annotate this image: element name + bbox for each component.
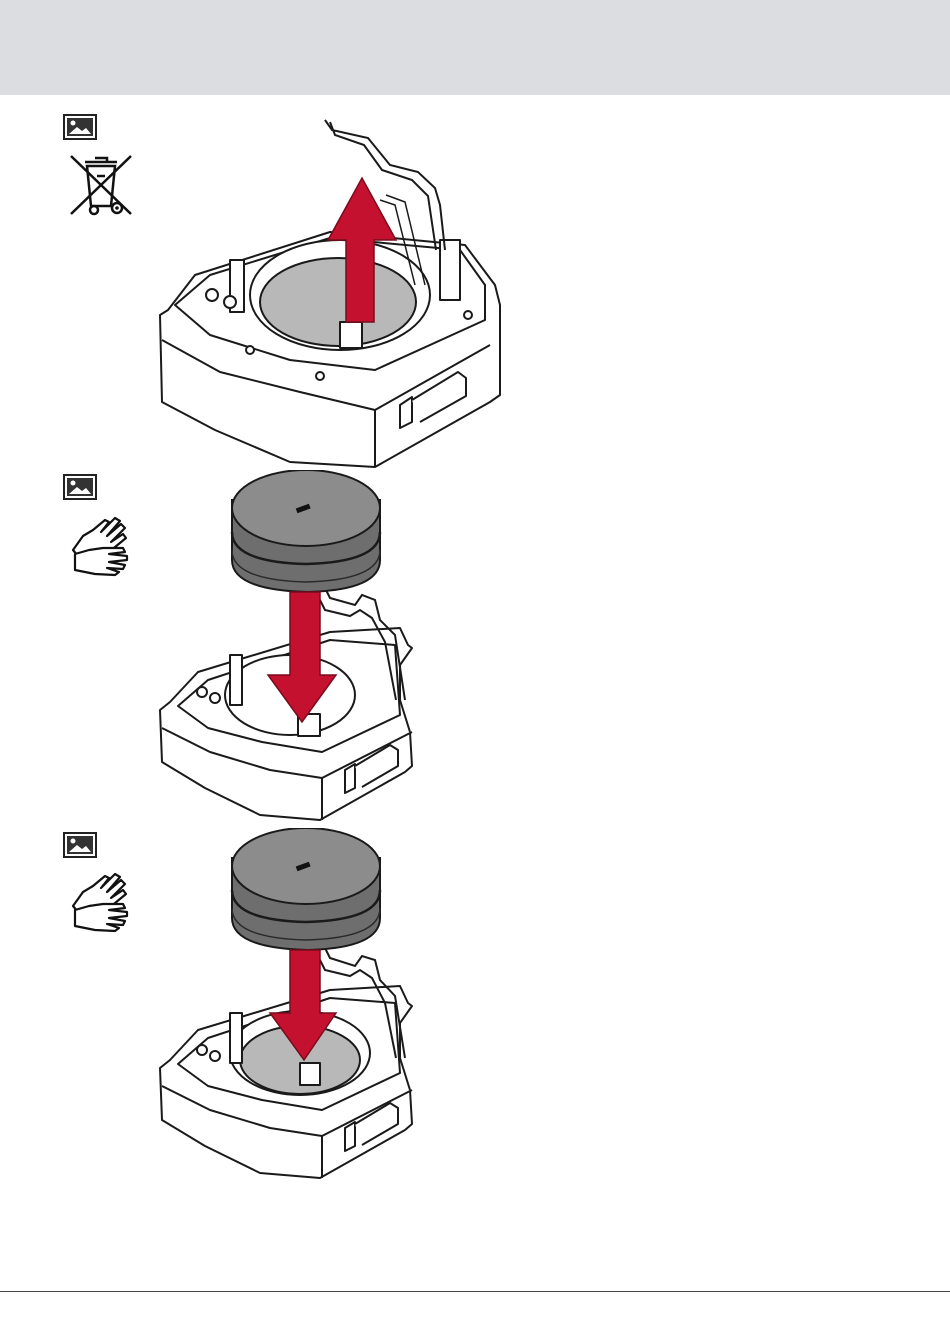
canister bbox=[232, 470, 380, 592]
image-placeholder-icon bbox=[63, 114, 97, 140]
illustration-seat-canister bbox=[150, 828, 510, 1188]
gloves-hands-icon bbox=[65, 510, 137, 582]
illustration-insert-canister bbox=[150, 470, 510, 830]
image-placeholder-icon bbox=[63, 832, 97, 858]
weee-crossed-bin-icon bbox=[65, 150, 137, 222]
canister bbox=[232, 828, 380, 950]
illustration-remove-filter bbox=[150, 110, 510, 470]
gloves-hands-icon bbox=[65, 866, 137, 938]
footer-rule bbox=[0, 1291, 950, 1292]
image-placeholder-icon bbox=[63, 474, 97, 500]
header-band bbox=[0, 0, 950, 95]
